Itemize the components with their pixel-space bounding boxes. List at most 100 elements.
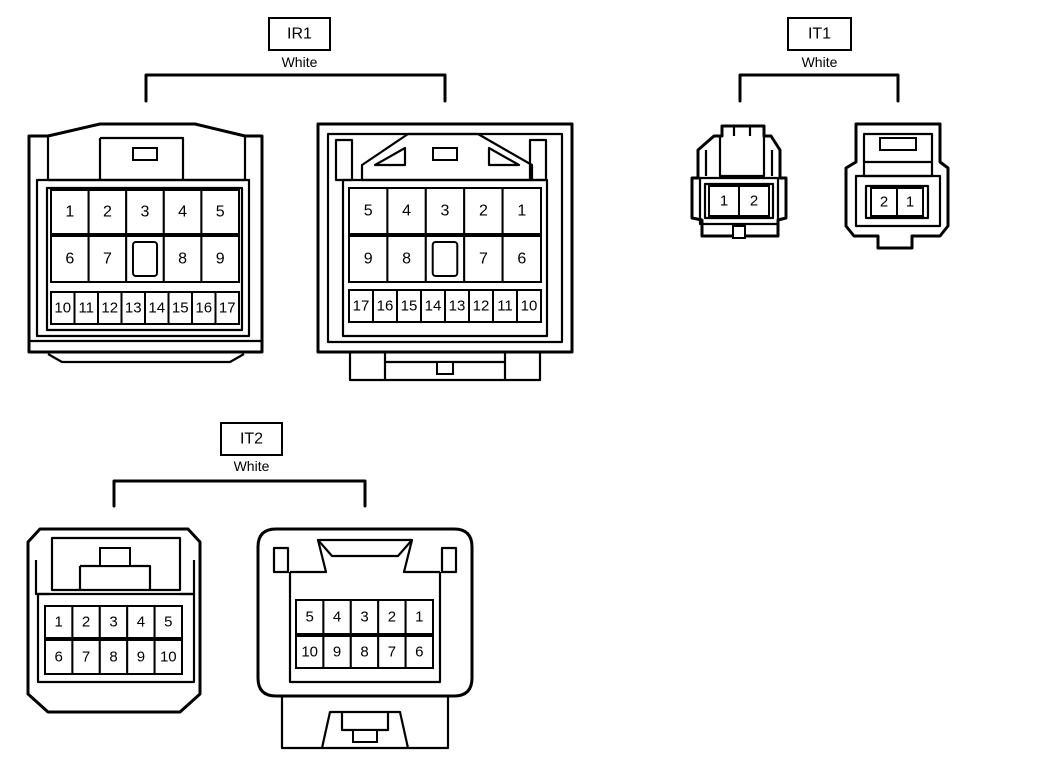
pin-number: 10 [54, 300, 71, 317]
it1-label: IT1 [808, 26, 831, 43]
pin-cell [214, 291, 240, 325]
pin-number: 3 [441, 203, 450, 220]
pin-cell [738, 185, 770, 217]
pin-cell [125, 189, 165, 235]
pin-number: 1 [415, 609, 423, 626]
it2-label: IT2 [240, 431, 263, 448]
pin-number: 1 [906, 194, 914, 211]
pin-cell [386, 235, 427, 283]
it2-color: White [234, 458, 270, 474]
pin-cell [98, 639, 129, 675]
pin-cell [348, 235, 389, 283]
pin-number: 3 [109, 614, 117, 631]
pin-cell [516, 289, 542, 323]
pin-number: 15 [401, 298, 418, 315]
it2-label-box [220, 422, 283, 456]
pin-number: 10 [160, 649, 177, 666]
ir1-label-box [268, 17, 331, 51]
pin-number: 10 [521, 298, 538, 315]
pin-cell [295, 599, 325, 635]
pin-number: 1 [720, 193, 728, 210]
pin-number: 2 [479, 203, 488, 220]
pin-cell [322, 635, 352, 669]
blank-cavity [431, 241, 459, 277]
it1-color: White [802, 54, 838, 70]
pin-number: 6 [415, 644, 423, 661]
pin-number: 7 [103, 251, 112, 268]
pin-number: 5 [164, 614, 172, 631]
pin-cell [708, 185, 740, 217]
pin-cell [377, 635, 407, 669]
pin-cell [424, 187, 466, 235]
pin-number: 3 [141, 204, 150, 221]
pin-cell [44, 639, 74, 675]
pin-number: 17 [219, 300, 236, 317]
pin-cell [50, 189, 90, 235]
pin-cell [501, 235, 543, 283]
pin-number: 4 [137, 614, 145, 631]
pin-cell [420, 289, 446, 323]
pin-number: 2 [880, 194, 888, 211]
pin-number: 7 [388, 644, 396, 661]
pin-number: 1 [55, 614, 63, 631]
pin-number: 9 [216, 251, 225, 268]
pin-number: 2 [750, 193, 758, 210]
pin-cell [463, 235, 504, 283]
pin-cell [468, 289, 494, 323]
pin-cell [377, 599, 407, 635]
pin-cell [153, 605, 184, 639]
pin-number: 5 [306, 609, 314, 626]
pin-number: 16 [195, 300, 212, 317]
it1-bracket [738, 73, 900, 103]
pin-number: 8 [178, 251, 187, 268]
pin-number: 1 [517, 203, 526, 220]
pin-number: 12 [101, 300, 118, 317]
pin-number: 7 [82, 649, 90, 666]
pin-number: 13 [125, 300, 142, 317]
ir1-color: White [282, 54, 318, 70]
pin-cell [153, 639, 184, 675]
pin-number: 2 [103, 204, 112, 221]
pin-number: 6 [65, 251, 74, 268]
pin-number: 5 [216, 204, 225, 221]
pin-number: 4 [178, 204, 187, 221]
pin-cell [896, 187, 924, 217]
pin-number: 9 [364, 251, 373, 268]
pin-number: 12 [473, 298, 490, 315]
blank-cavity [131, 241, 159, 277]
pin-number: 8 [360, 644, 368, 661]
pin-number: 11 [497, 298, 513, 315]
pin-cell [396, 289, 422, 323]
pin-number: 6 [55, 649, 63, 666]
pin-number: 3 [360, 609, 368, 626]
pin-number: 15 [172, 300, 189, 317]
pin-number: 7 [479, 251, 488, 268]
pin-cell [50, 235, 90, 283]
it2-bracket [112, 479, 367, 508]
pin-cell [349, 635, 380, 669]
pin-number: 2 [82, 614, 90, 631]
ir1-bracket [144, 73, 447, 103]
pin-number: 4 [402, 203, 411, 220]
pin-cell [126, 605, 156, 639]
pin-number: 4 [333, 609, 341, 626]
pin-number: 8 [402, 251, 411, 268]
pin-cell [200, 235, 240, 283]
pin-number: 14 [148, 300, 165, 317]
pin-cell [404, 635, 435, 669]
pin-number: 11 [78, 300, 94, 317]
pin-cell [200, 189, 240, 235]
pin-number: 8 [109, 649, 117, 666]
pin-number: 16 [377, 298, 394, 315]
pin-number: 5 [364, 203, 373, 220]
pin-cell [162, 189, 203, 235]
pin-cell [501, 187, 543, 235]
